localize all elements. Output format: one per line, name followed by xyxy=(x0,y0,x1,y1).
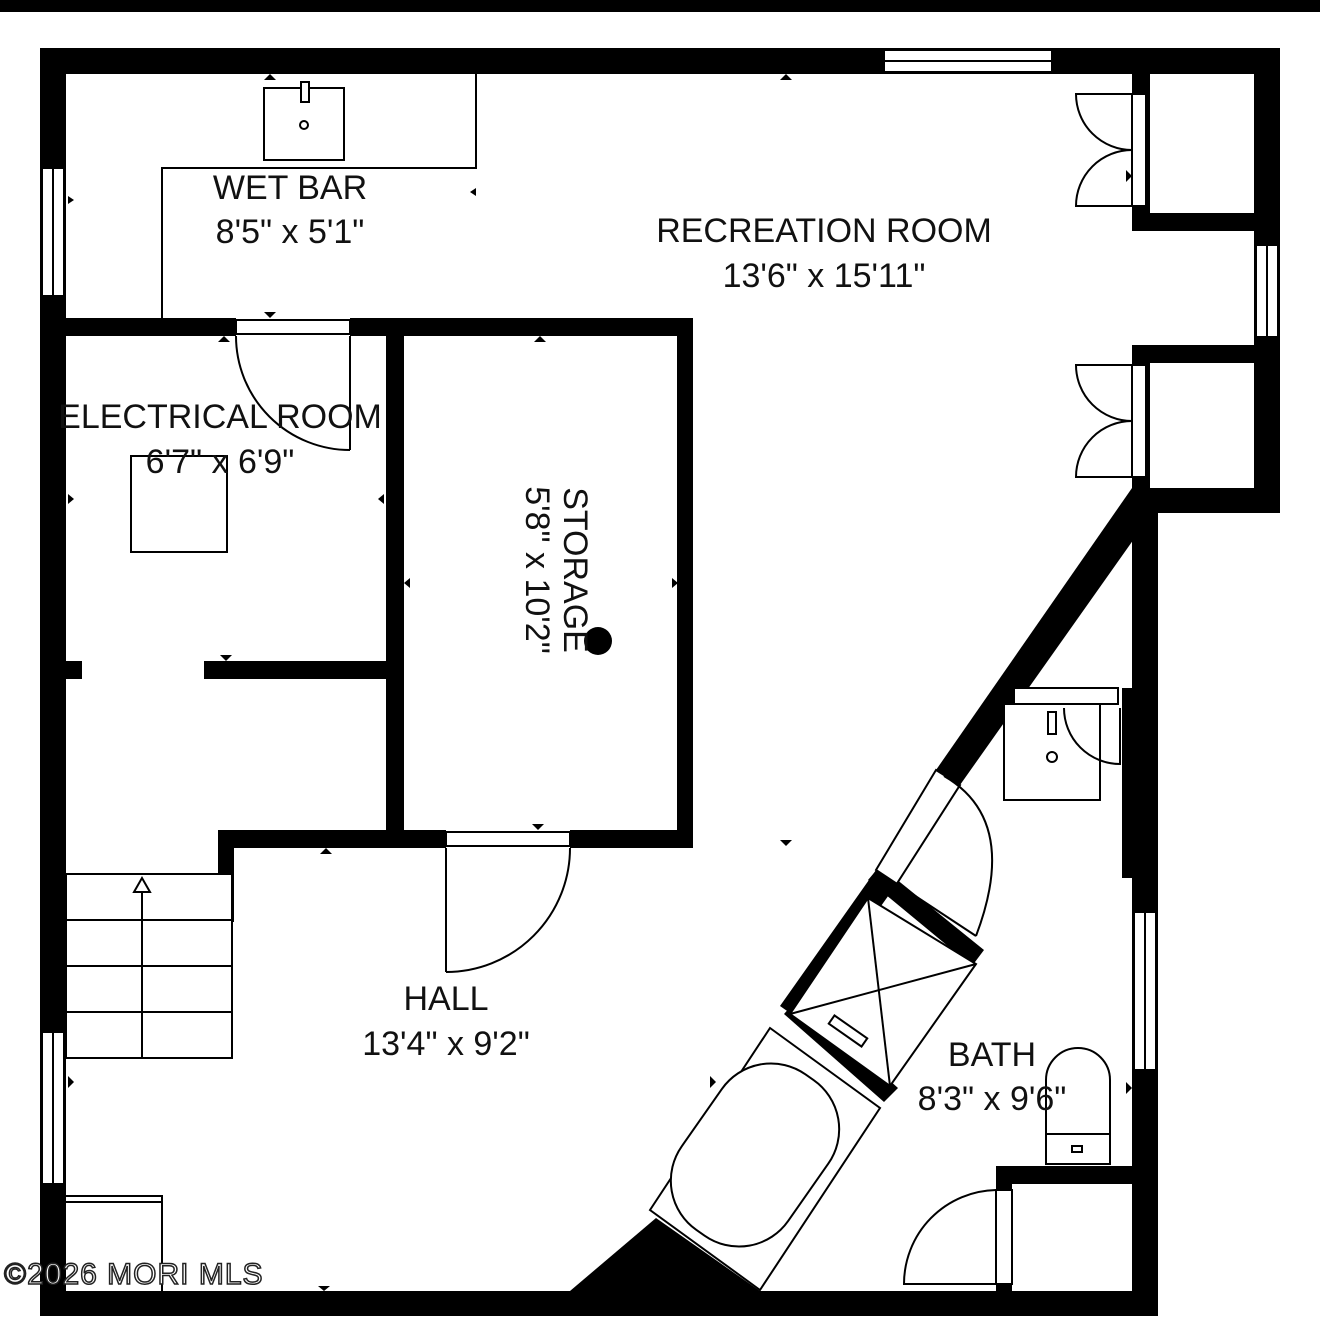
top-band xyxy=(0,0,1320,12)
electrical-room-name: ELECTRICAL ROOM xyxy=(58,398,382,436)
electrical-room-size: 6'7" x 6'9" xyxy=(146,443,295,481)
storage-size: 5'8" x 10'2" xyxy=(518,486,556,654)
storage-name: STORAGE xyxy=(556,487,594,653)
wet-bar-size: 8'5" x 5'1" xyxy=(216,213,365,251)
wet-bar-counter xyxy=(161,74,477,318)
hall-cabinet xyxy=(66,1195,163,1291)
water-heater xyxy=(584,627,612,655)
shower xyxy=(788,896,978,1088)
staircase xyxy=(65,873,233,1059)
hall-size: 13'4" x 9'2" xyxy=(362,1025,530,1063)
windows xyxy=(41,49,1279,1185)
toilet xyxy=(1045,1047,1111,1165)
hall-name: HALL xyxy=(403,980,488,1018)
watermark: ©2026 MORI MLS xyxy=(4,1258,264,1291)
wall-markers xyxy=(68,74,1132,1291)
recreation-room-name: RECREATION ROOM xyxy=(656,212,992,250)
bath-name: BATH xyxy=(948,1036,1036,1074)
recreation-room-size: 13'6" x 15'11" xyxy=(723,257,926,295)
bath-size: 8'3" x 9'6" xyxy=(918,1080,1067,1118)
electrical-panel xyxy=(130,455,228,553)
bath-vanity xyxy=(1003,687,1121,801)
doors xyxy=(235,93,1147,1285)
bathtub xyxy=(648,1026,882,1292)
wet-bar-name: WET BAR xyxy=(213,169,367,207)
